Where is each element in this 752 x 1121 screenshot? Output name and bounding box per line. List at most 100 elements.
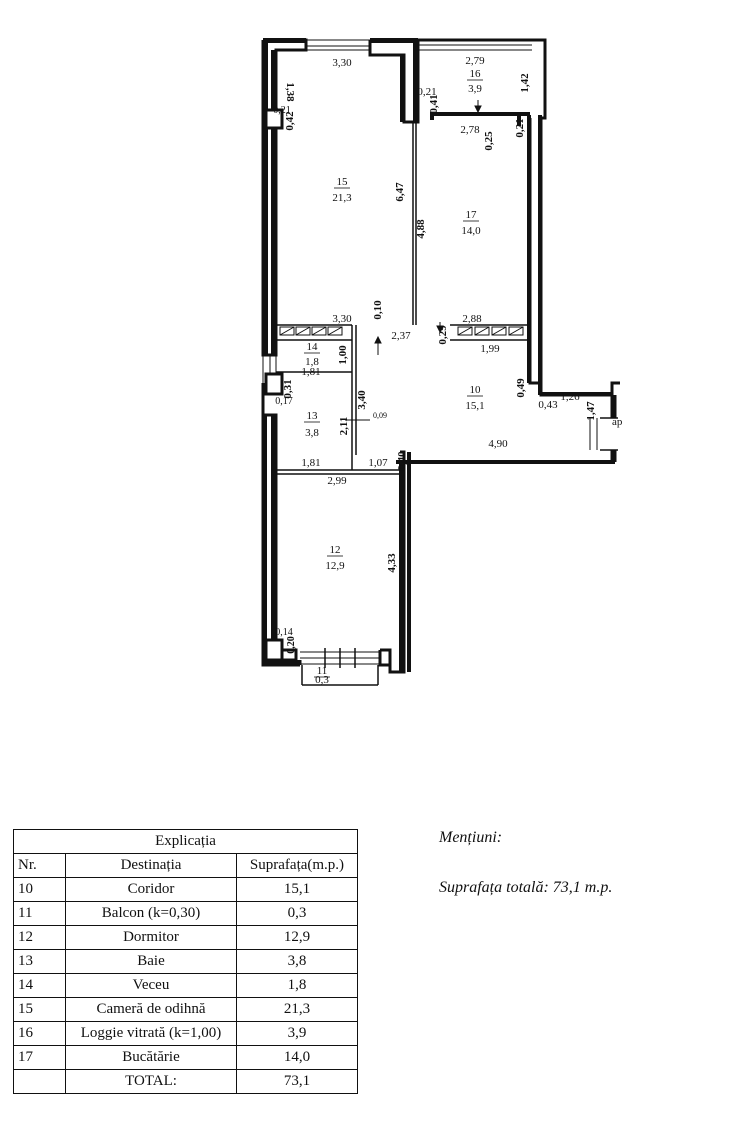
dimension-label: 0,21 bbox=[273, 105, 291, 116]
room-area: 21,3 bbox=[332, 192, 352, 204]
vertical-dimensions: 1,38 0,21 0,42 1,42 0,41 0,25 0,21 6,47 … bbox=[273, 73, 597, 654]
room-area: 14,0 bbox=[461, 225, 481, 237]
row-area: 14,0 bbox=[236, 1045, 358, 1070]
dimension-label: 0,43 bbox=[538, 399, 558, 411]
row-area: 3,9 bbox=[236, 1021, 358, 1046]
room-area: 1,8 bbox=[305, 356, 319, 368]
dimension-label: 1,47 bbox=[585, 401, 597, 421]
row-nr: 17 bbox=[13, 1045, 66, 1070]
total-label: TOTAL: bbox=[65, 1069, 237, 1094]
dimension-label: 2,37 bbox=[391, 330, 411, 342]
row-destination: Loggie vitrată (k=1,00) bbox=[65, 1021, 237, 1046]
room-number: 15 bbox=[337, 176, 349, 188]
dimension-label: 2,11 bbox=[338, 417, 350, 436]
dimension-label: 1,99 bbox=[480, 343, 500, 355]
room-number: 10 bbox=[470, 384, 482, 396]
room-area: 12,9 bbox=[325, 560, 345, 572]
row-nr: 10 bbox=[13, 877, 66, 902]
horizontal-dimensions: 3,30 2,79 2,78 0,21 3,30 2,37 2,88 1,99 … bbox=[301, 55, 580, 487]
table-row: 12 Dormitor 12,9 bbox=[13, 925, 358, 950]
floor-plan: 15 21,3 16 3,9 17 14,0 14 1,8 10 15,1 13… bbox=[261, 38, 623, 686]
row-area: 12,9 bbox=[236, 925, 358, 950]
dimension-label: 1,26 bbox=[560, 391, 580, 403]
legend-table: Explicația Nr. Destinația Suprafața(m.p.… bbox=[13, 829, 358, 1094]
table-row: 16 Loggie vitrată (k=1,00) 3,9 bbox=[13, 1021, 358, 1046]
dimension-label: 1,38 bbox=[284, 82, 296, 102]
room-number: 17 bbox=[466, 209, 478, 221]
row-nr: 16 bbox=[13, 1021, 66, 1046]
dimension-label: 4,88 bbox=[415, 219, 427, 239]
table-row: 14 Veceu 1,8 bbox=[13, 973, 358, 998]
dimension-label: 0,20 bbox=[286, 636, 297, 654]
row-area: 21,3 bbox=[236, 997, 358, 1022]
table-row: 15 Cameră de odihnă 21,3 bbox=[13, 997, 358, 1022]
row-area: 0,3 bbox=[236, 901, 358, 926]
dimension-label: 2,78 bbox=[460, 124, 480, 136]
dimension-label: 1,00 bbox=[337, 345, 349, 365]
room-area: 15,1 bbox=[465, 400, 484, 412]
row-destination: Dormitor bbox=[65, 925, 237, 950]
dimension-label: 1,42 bbox=[519, 73, 531, 93]
notes-heading: Mențiuni: bbox=[439, 829, 503, 846]
table-row: 10 Coridor 15,1 bbox=[13, 877, 358, 902]
row-destination: Balcon (k=0,30) bbox=[65, 901, 237, 926]
built-in-units bbox=[279, 326, 524, 336]
dimension-label: 1,81 bbox=[301, 457, 320, 469]
dimension-label: 3,40 bbox=[356, 390, 368, 410]
dimension-label: 0,41 bbox=[428, 94, 440, 113]
dimension-label: 3,30 bbox=[332, 57, 352, 69]
room-number: 11 bbox=[317, 665, 328, 677]
row-destination: Veceu bbox=[65, 973, 237, 998]
dimension-label: 2,79 bbox=[465, 55, 485, 67]
interior-walls bbox=[276, 122, 530, 686]
dimension-label: 6,47 bbox=[394, 182, 406, 202]
room-number: 12 bbox=[330, 544, 341, 556]
row-destination: Bucătărie bbox=[65, 1045, 237, 1070]
dimension-label: 1,81 bbox=[301, 366, 320, 378]
header-destination: Destinația bbox=[65, 853, 237, 878]
dimension-label: 2,99 bbox=[327, 475, 347, 487]
table-row: 11 Balcon (k=0,30) 0,3 bbox=[13, 901, 358, 926]
legend-title: Explicația bbox=[13, 829, 358, 854]
dimension-label: 0,09 bbox=[373, 411, 387, 420]
table-row: 13 Baie 3,8 bbox=[13, 949, 358, 974]
room-number: 13 bbox=[307, 410, 319, 422]
columns bbox=[264, 108, 284, 662]
dimension-label: 4,90 bbox=[488, 438, 508, 450]
dimension-label: 0,21 bbox=[417, 86, 436, 98]
dimension-label: 2,88 bbox=[462, 313, 482, 325]
row-area: 1,8 bbox=[236, 973, 358, 998]
dimension-label: 0,10 bbox=[372, 300, 384, 320]
row-nr: 14 bbox=[13, 973, 66, 998]
total-area-note: Suprafața totală: 73,1 m.p. bbox=[439, 879, 613, 896]
total-row: TOTAL: 73,1 bbox=[13, 1069, 358, 1094]
wall-solids bbox=[263, 38, 615, 672]
room-number: 14 bbox=[307, 341, 319, 353]
room-labels: 15 21,3 16 3,9 17 14,0 14 1,8 10 15,1 13… bbox=[304, 68, 485, 686]
door-marks bbox=[324, 417, 618, 668]
dimension-arrows bbox=[345, 100, 482, 421]
row-nr: 13 bbox=[13, 949, 66, 974]
door-label: ap bbox=[612, 416, 623, 428]
total-empty-cell bbox=[13, 1069, 66, 1094]
dimension-label: 0,49 bbox=[515, 378, 527, 398]
dimension-label: 3,30 bbox=[332, 313, 352, 325]
dimension-label: 0,29 bbox=[437, 325, 449, 345]
dimension-label: 0,25 bbox=[483, 131, 495, 151]
row-destination: Cameră de odihnă bbox=[65, 997, 237, 1022]
dimension-label: 0,42 bbox=[284, 111, 296, 131]
total-value: 73,1 bbox=[236, 1069, 358, 1094]
legend-title-row: Explicația bbox=[13, 829, 358, 854]
windows bbox=[262, 39, 598, 665]
dimension-label: 1,07 bbox=[368, 457, 388, 469]
row-nr: 12 bbox=[13, 925, 66, 950]
dimension-label: 0,40 bbox=[396, 451, 408, 471]
dimension-label: 0,31 bbox=[282, 379, 294, 398]
room-area: 3,8 bbox=[305, 427, 319, 439]
room-number: 16 bbox=[470, 68, 482, 80]
table-row: 17 Bucătărie 14,0 bbox=[13, 1045, 358, 1070]
dimension-label: 0,14 bbox=[275, 627, 293, 638]
row-destination: Baie bbox=[65, 949, 237, 974]
room-area: 0,3 bbox=[315, 674, 329, 686]
dimension-label: 0,17 bbox=[275, 396, 293, 407]
